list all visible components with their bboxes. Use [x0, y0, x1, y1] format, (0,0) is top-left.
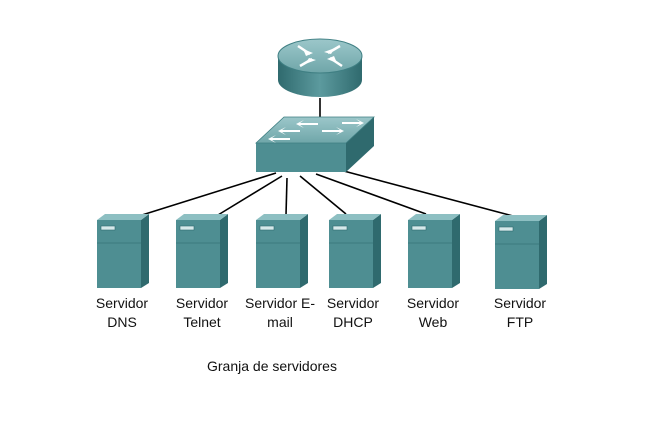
server-label-dns: Servidor DNS: [82, 294, 162, 332]
link-web: [315, 173, 427, 215]
server-label-email: Servidor E- mail: [240, 294, 320, 332]
label-line-2: Web: [418, 314, 448, 330]
label-line-1: Servidor: [175, 295, 229, 311]
link-dhcp: [299, 175, 347, 215]
server-dhcp: [329, 214, 381, 288]
server-ftp: [495, 215, 547, 289]
link-ftp: [339, 169, 514, 217]
server-label-telnet: Servidor Telnet: [162, 294, 242, 332]
label-line-2: DHCP: [333, 314, 373, 330]
server-label-web: Servidor Web: [393, 294, 473, 332]
label-line-1: Servidor: [95, 295, 149, 311]
server-dns: [97, 214, 149, 288]
router-icon: [277, 38, 363, 97]
label-line-2: FTP: [506, 314, 534, 330]
server-label-dhcp: Servidor DHCP: [313, 294, 393, 332]
label-line-1: Servidor E-: [244, 295, 316, 311]
label-line-2: DNS: [107, 314, 137, 330]
server-email: [256, 214, 308, 288]
label-line-1: Servidor: [326, 295, 380, 311]
label-line-1: Servidor: [493, 295, 547, 311]
server-web: [408, 214, 460, 288]
label-line-2: Telnet: [183, 314, 221, 330]
link-email: [285, 177, 288, 216]
server-telnet: [176, 214, 228, 288]
switch-icon: [254, 116, 376, 172]
diagram-caption: Granja de servidores: [207, 358, 337, 374]
links: [141, 98, 514, 217]
server-label-ftp: Servidor FTP: [480, 294, 560, 332]
label-line-1: Servidor: [406, 295, 460, 311]
link-dns: [141, 172, 277, 216]
link-telnet: [217, 175, 283, 216]
label-line-2: mail: [267, 314, 293, 330]
